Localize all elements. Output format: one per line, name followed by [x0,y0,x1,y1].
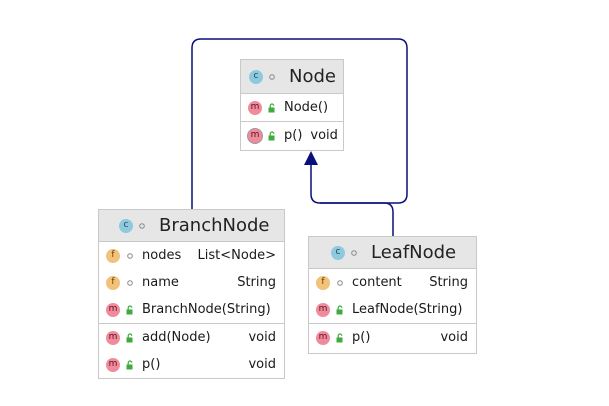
member-type: void [248,357,276,372]
member-name: p() [142,357,161,372]
members-section: m p() void [309,324,476,351]
members-section: m add(Node) void m p() void [99,324,284,378]
package-dot-icon [124,277,136,289]
method-icon: m [106,357,120,372]
field-icon: f [106,275,120,290]
member-type: void [310,128,338,143]
unlocked-icon [334,332,346,344]
member-type: List<Node> [197,248,276,263]
unlocked-icon [124,359,136,371]
method-icon: m [106,302,120,317]
package-dot-icon [349,248,359,258]
member-name: p() [352,330,371,345]
member-name: Node() [284,100,329,115]
member-name: name [142,275,179,290]
field-icon: f [106,248,120,263]
package-dot-icon [137,221,147,231]
member-name: BranchNode(String) [142,302,271,317]
edge-leafnode-to-node [320,202,394,236]
member-name: content [352,275,402,290]
members-section: f content String m LeafNode(String) [309,269,476,324]
class-branchnode[interactable]: c BranchNode f nodes List<Node> f name [98,209,285,379]
class-icon: c [331,245,345,260]
class-leafnode[interactable]: c LeafNode f content String m LeafNode(S… [308,236,477,354]
class-node[interactable]: c Node m Node() m p() void [240,59,344,151]
package-dot-icon [267,72,277,82]
member-type: String [237,275,276,290]
inheritance-arrowhead [304,151,318,165]
member-row[interactable]: m Node() [241,94,343,121]
members-section: m p() void [241,122,343,149]
package-dot-icon [124,250,136,262]
unlocked-icon [266,130,278,142]
member-row[interactable]: f content String [309,269,476,296]
class-name: LeafNode [371,242,457,263]
class-name: BranchNode [159,215,270,236]
class-header: c Node [241,60,343,94]
method-icon: m [316,302,330,317]
unlocked-icon [124,304,136,316]
method-icon: m [248,100,262,115]
member-name: add(Node) [142,330,211,345]
member-type: void [440,330,468,345]
member-row[interactable]: m add(Node) void [99,324,284,351]
abstract-method-icon: m [248,128,262,143]
package-dot-icon [334,277,346,289]
member-row[interactable]: f nodes List<Node> [99,242,284,269]
member-name: nodes [142,248,182,263]
unlocked-icon [124,332,136,344]
method-icon: m [106,330,120,345]
member-row[interactable]: m BranchNode(String) [99,296,284,323]
class-name: Node [289,66,336,87]
class-header: c BranchNode [99,210,284,242]
member-row[interactable]: m p() void [99,351,284,378]
method-icon: m [316,330,330,345]
class-icon: c [119,218,133,233]
member-name: LeafNode(String) [352,302,463,317]
member-row[interactable]: m LeafNode(String) [309,296,476,323]
member-row[interactable]: f name String [99,269,284,296]
member-row[interactable]: m p() void [241,122,343,149]
members-section: f nodes List<Node> f name String m [99,242,284,324]
member-name: p() [284,128,303,143]
class-header: c LeafNode [309,237,476,269]
member-type: void [248,330,276,345]
unlocked-icon [266,102,278,114]
class-icon: c [249,69,263,84]
unlocked-icon [334,304,346,316]
field-icon: f [316,275,330,290]
member-type: String [429,275,468,290]
member-row[interactable]: m p() void [309,324,476,351]
members-section: m Node() [241,94,343,122]
